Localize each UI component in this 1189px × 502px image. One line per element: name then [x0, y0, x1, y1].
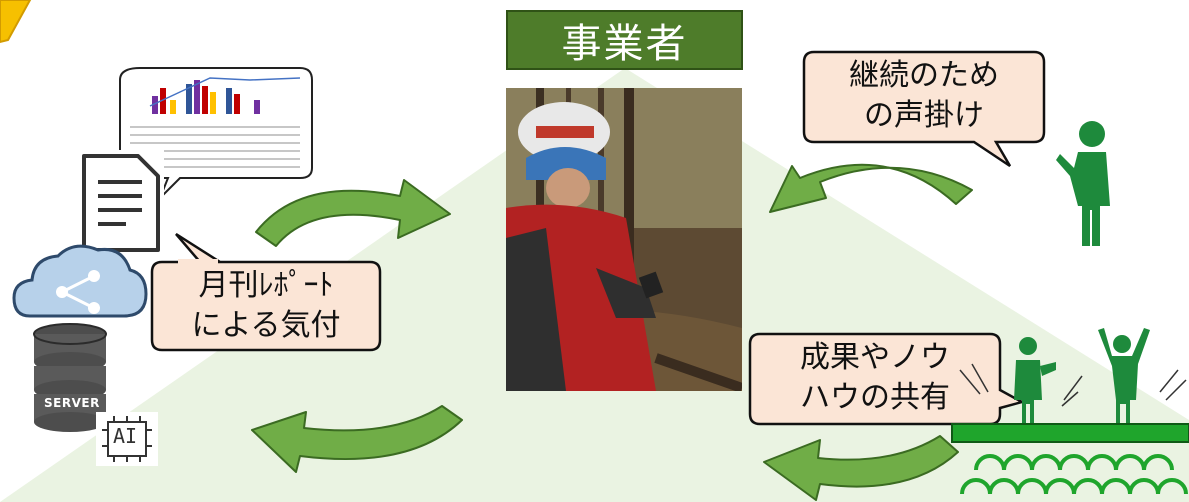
arrow-operator-to-server: [251, 405, 463, 473]
report-chart-bar: [202, 86, 208, 114]
report-chart-bar: [186, 84, 192, 114]
report-bubble-line2: による気付: [191, 308, 341, 343]
report-chart-bar: [226, 88, 232, 114]
report-table-row: [130, 158, 300, 160]
encourage-bubble-line2: の声掛け: [864, 98, 984, 133]
encourage-speech-bubble: [802, 50, 1046, 168]
audience-icon: [960, 454, 1188, 495]
ai-label: AI: [113, 424, 138, 448]
report-chart-bar: [254, 100, 260, 114]
arrow-report-to-operator: [255, 179, 451, 247]
share-bubble-line1: 成果やノウ: [800, 340, 950, 375]
report-table-row: [130, 142, 300, 144]
cloud-share-icon: [12, 244, 148, 318]
report-bubble-line1: 月刊ﾚﾎﾟｰﾄ: [198, 268, 334, 303]
operator-title: 事業者: [506, 10, 743, 70]
encourage-bubble-line1: 継続のため: [849, 58, 999, 93]
report-chart-line: [149, 77, 301, 107]
report-table-row: [130, 134, 300, 136]
database-server-icon: [33, 323, 107, 432]
corner-accent: [0, 0, 32, 44]
report-bubble-text: 月刊ﾚﾎﾟｰﾄ による気付: [152, 266, 380, 346]
document-icon: [74, 150, 164, 260]
report-chart-bar: [194, 80, 200, 114]
report-chart-bar: [152, 96, 158, 114]
photo-illustration: [506, 88, 742, 391]
encourage-bubble-text: 継続のため の声掛け: [804, 56, 1044, 136]
field-worker-photo: [506, 88, 742, 391]
report-chart-bar: [234, 94, 240, 114]
server-label: SERVER: [44, 396, 100, 410]
arrow-share-to-operator: [763, 435, 959, 501]
excitement-lines: [959, 363, 1187, 407]
ai-chip-icon: [96, 412, 158, 466]
share-bubble-text: 成果やノウ ハウの共有: [750, 338, 1000, 418]
report-chart-bar: [160, 88, 166, 114]
arrow-encourage-to-operator: [769, 163, 973, 213]
stage: [951, 423, 1189, 443]
report-table-row: [130, 126, 300, 128]
presenter-icon: [1014, 328, 1150, 426]
report-preview-bubble: [119, 67, 313, 199]
report-chart-bar: [170, 100, 176, 114]
report-chart-bar: [210, 92, 216, 114]
share-bubble-line2: ハウの共有: [800, 380, 950, 415]
person-icon: [1056, 121, 1110, 246]
report-table-row: [130, 150, 300, 152]
report-table-row: [130, 166, 300, 168]
